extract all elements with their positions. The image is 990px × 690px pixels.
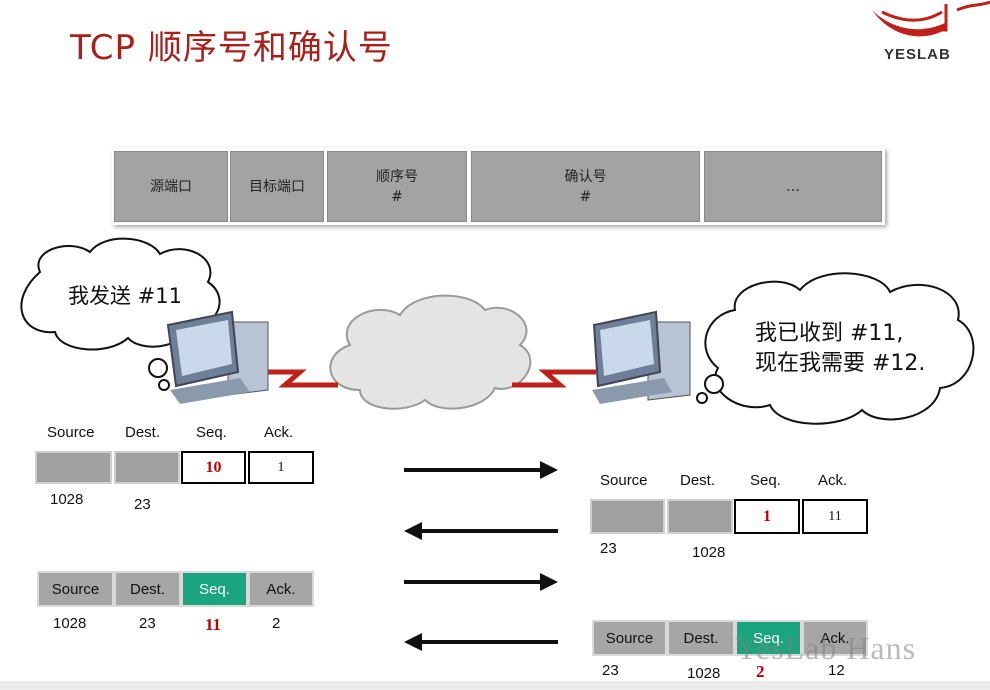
dest-port-value: 23	[134, 496, 151, 513]
field-seq-highlighted: Seq.	[181, 571, 248, 607]
label-seq: Seq.	[199, 581, 230, 598]
receiver-computer	[592, 312, 690, 404]
label-dest: Dest.	[680, 472, 715, 489]
field-dest	[667, 499, 733, 534]
sender-computer	[168, 312, 268, 404]
field-ack: Ack.	[248, 571, 314, 607]
label-source: Source	[606, 630, 654, 647]
source-port-value: 23	[602, 662, 619, 679]
arrow-right-2	[404, 573, 558, 591]
label-ack: Ack.	[264, 424, 293, 441]
dest-port-value: 1028	[687, 665, 720, 682]
label-source: Source	[52, 581, 100, 598]
receiver-bubble-line-2: 现在我需要 #12.	[755, 349, 925, 379]
internet-cloud	[330, 296, 530, 409]
label-ack: Ack.	[818, 472, 847, 489]
dest-port-value: 23	[139, 615, 156, 632]
field-dest: Dest.	[667, 620, 735, 656]
field-dest: Dest.	[114, 571, 181, 607]
dest-port-value: 1028	[692, 544, 725, 561]
arrow-right-1	[404, 461, 558, 479]
label-dest: Dest.	[130, 581, 165, 598]
source-port-value: 1028	[53, 615, 86, 632]
source-port-value: 23	[600, 540, 617, 557]
label-source: Source	[600, 472, 648, 489]
field-ack: 1	[248, 451, 314, 484]
sender-bubble-text: 我发送 #11	[68, 280, 182, 310]
label-seq: Seq.	[196, 424, 227, 441]
watermark: YesLab Hans	[735, 630, 916, 667]
receiver-bubble-text: 我已收到 #11, 现在我需要 #12.	[755, 319, 925, 379]
label-dest: Dest.	[125, 424, 160, 441]
arrow-left-1	[404, 522, 558, 540]
receiver-bubble-line-1: 我已收到 #11,	[755, 319, 925, 349]
field-dest	[114, 451, 180, 484]
source-port-value: 1028	[50, 491, 83, 508]
seq-value: 10	[206, 459, 222, 477]
ack-value: 1	[278, 460, 285, 476]
label-seq: Seq.	[750, 472, 781, 489]
seq-value: 11	[205, 615, 221, 635]
label-source: Source	[47, 424, 95, 441]
label-ack: Ack.	[266, 581, 295, 598]
bottom-strip	[0, 681, 990, 690]
field-source	[590, 499, 665, 534]
arrow-left-2	[404, 633, 558, 651]
field-source	[35, 451, 112, 484]
field-seq: 1	[734, 499, 800, 534]
field-source: Source	[37, 571, 114, 607]
field-ack: 11	[802, 499, 868, 534]
ack-value: 11	[828, 509, 841, 525]
serial-link-left	[262, 372, 338, 385]
field-seq: 10	[181, 451, 246, 484]
ack-value: 2	[272, 615, 280, 632]
label-dest: Dest.	[683, 630, 718, 647]
seq-value: 1	[763, 508, 771, 526]
field-source: Source	[592, 620, 667, 656]
